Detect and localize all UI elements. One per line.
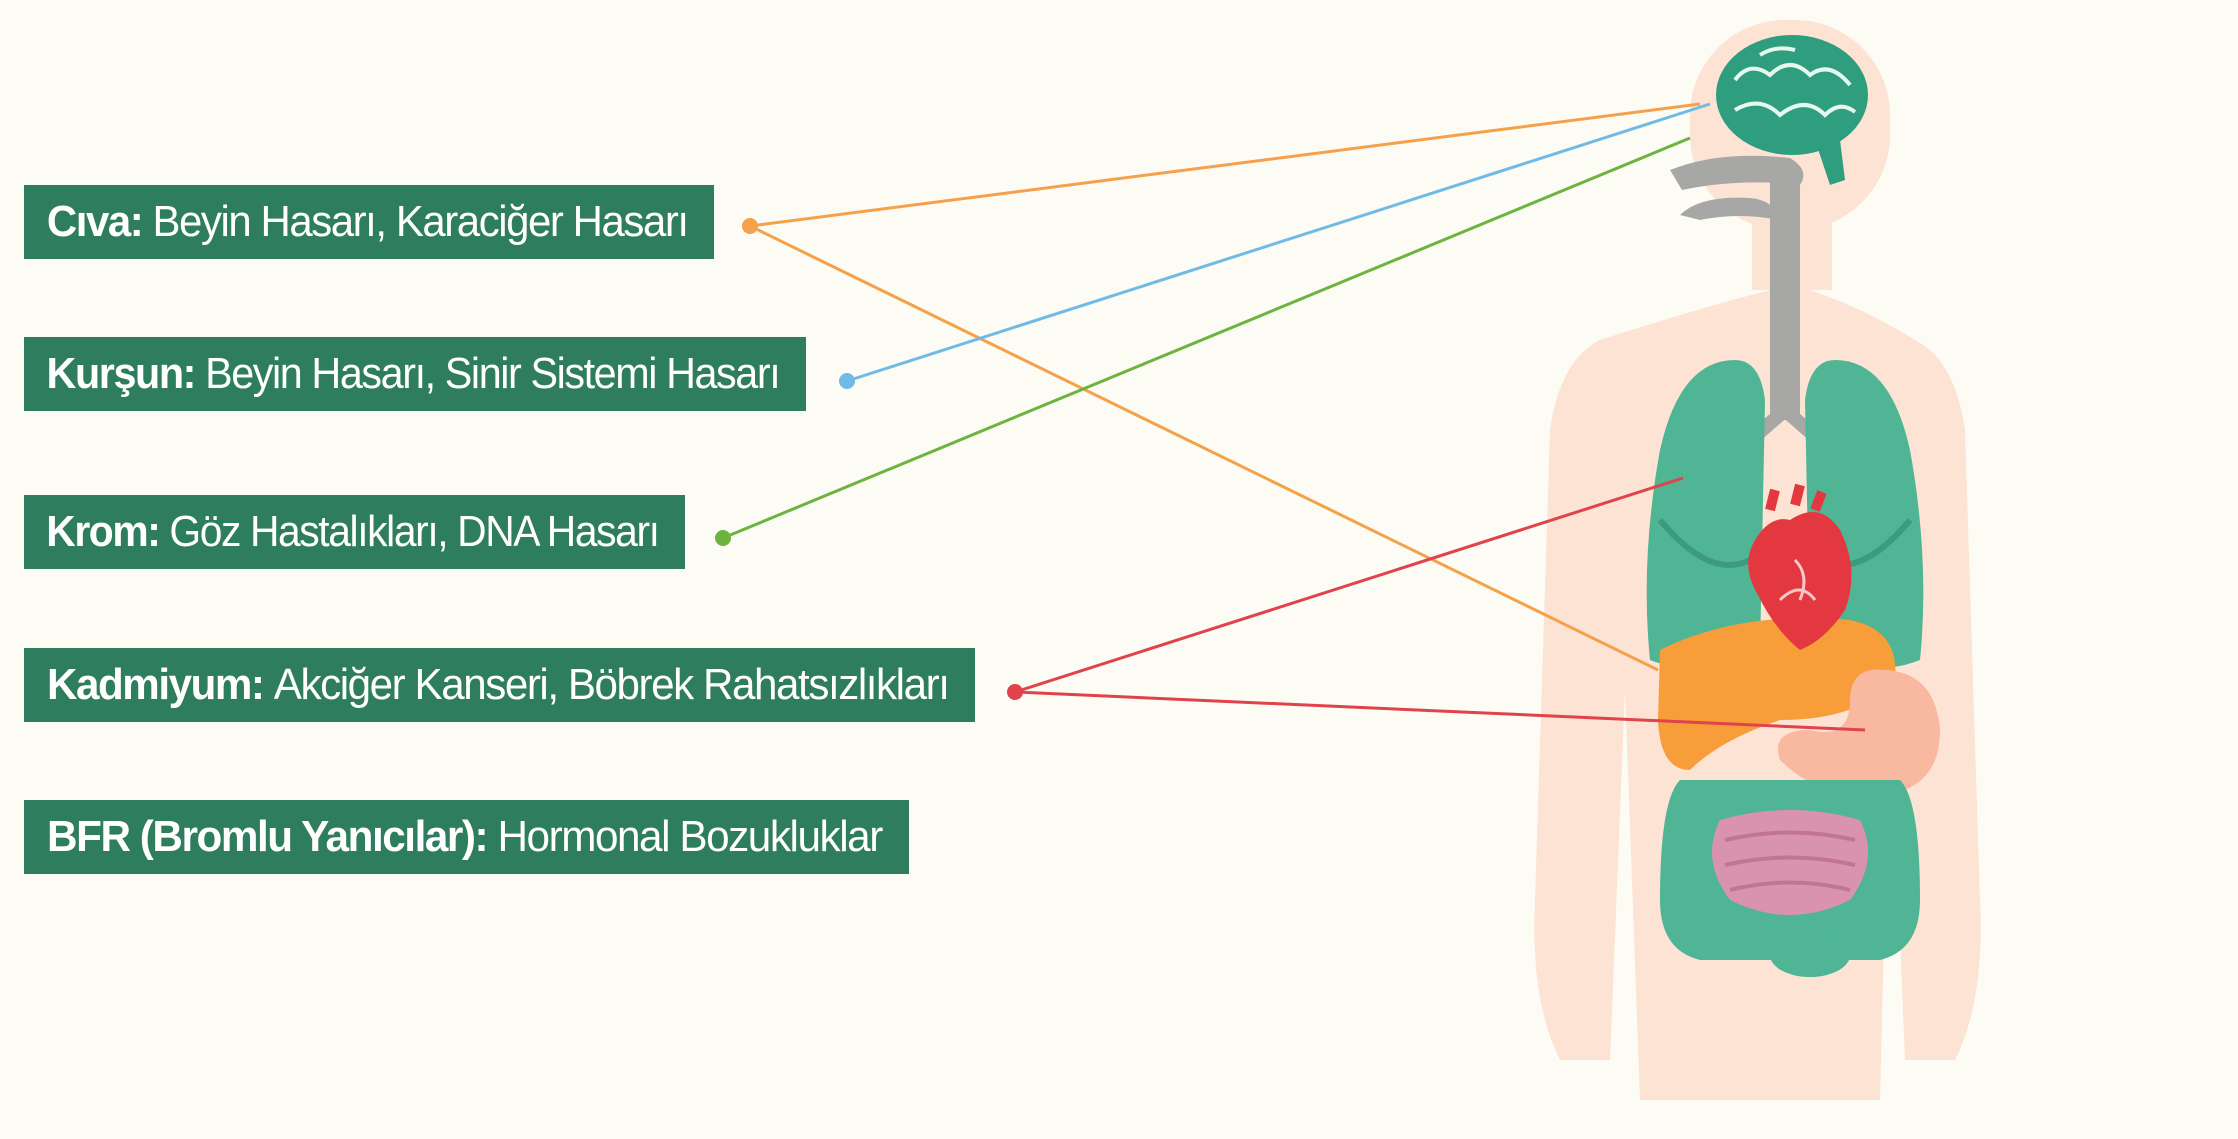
- kursun-brain-line: [847, 104, 1710, 381]
- rectum: [1770, 933, 1850, 977]
- metal-name: BFR (Bromlu Yanıcılar):: [47, 812, 487, 862]
- trachea: [1770, 178, 1800, 420]
- kadmiyum-connector-dot: [1007, 684, 1023, 700]
- label-bfr: BFR (Bromlu Yanıcılar): Hormonal Bozuklu…: [24, 800, 909, 874]
- metal-name: Kurşun:: [47, 349, 195, 399]
- hips: [1640, 960, 1880, 1100]
- krom-eye-line: [723, 138, 1690, 538]
- mouth-passage: [1680, 198, 1778, 220]
- label-civa: Cıva: Beyin Hasarı, Karaciğer Hasarı: [24, 185, 714, 259]
- kursun-connector-dot: [839, 373, 855, 389]
- health-effect: Beyin Hasarı, Sinir Sistemi Hasarı: [205, 349, 779, 399]
- krom-connector-dot: [715, 530, 731, 546]
- civa-brain-line: [750, 104, 1700, 226]
- label-kadmiyum: Kadmiyum: Akciğer Kanseri, Böbrek Rahats…: [24, 648, 975, 722]
- health-effect: Akciğer Kanseri, Böbrek Rahatsızlıkları: [274, 660, 949, 710]
- label-kursun: Kurşun: Beyin Hasarı, Sinir Sistemi Hasa…: [24, 337, 806, 411]
- label-krom: Krom: Göz Hastalıkları, DNA Hasarı: [24, 495, 685, 569]
- civa-connector-dot: [742, 218, 758, 234]
- health-effect: Göz Hastalıkları, DNA Hasarı: [169, 507, 658, 557]
- intestines: [1660, 780, 1920, 977]
- civa-liver-line: [750, 226, 1658, 670]
- health-effect: Beyin Hasarı, Karaciğer Hasarı: [152, 197, 687, 247]
- metal-name: Cıva:: [47, 197, 142, 247]
- metal-name: Kadmiyum:: [47, 660, 264, 710]
- health-effect: Hormonal Bozukluklar: [497, 812, 881, 862]
- metal-name: Krom:: [46, 507, 159, 557]
- brain-shape: [1716, 35, 1868, 155]
